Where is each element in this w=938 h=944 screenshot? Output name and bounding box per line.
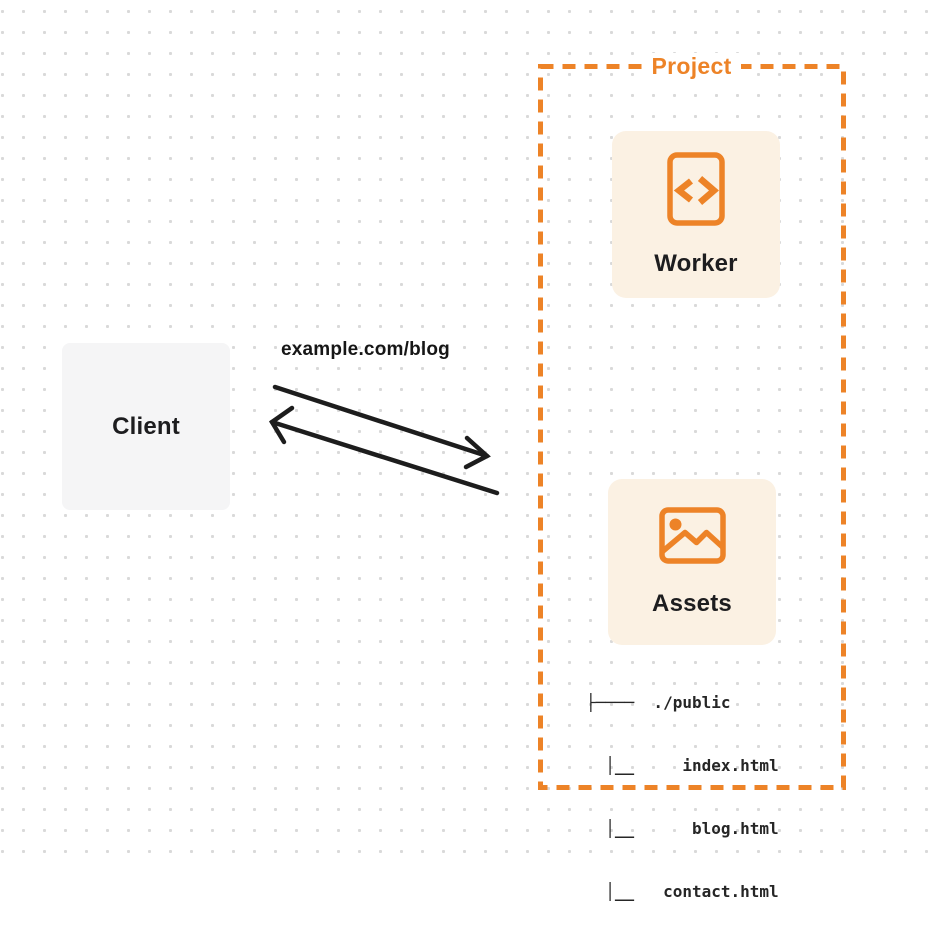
- client-label: Client: [112, 412, 180, 440]
- file-tree-item-contact: │__ contact.html: [586, 882, 779, 901]
- assets-label: Assets: [652, 589, 732, 617]
- project-label: Project: [642, 53, 741, 80]
- file-tree-root: ├──── ./public: [586, 693, 731, 712]
- code-file-icon: [667, 151, 725, 226]
- request-url-label: example.com/blog: [281, 339, 450, 360]
- assets-node: Assets: [608, 479, 776, 645]
- project-boundary: [538, 64, 846, 790]
- file-tree-item-blog: │__ blog.html: [586, 819, 779, 838]
- client-node: Client: [62, 343, 230, 510]
- worker-node: Worker: [612, 131, 780, 298]
- image-icon: [658, 506, 726, 564]
- response-arrow: [268, 405, 500, 496]
- request-arrow: [272, 384, 491, 470]
- assets-file-tree: ├──── ./public │__ index.html │__ blog.h…: [586, 650, 779, 944]
- request-response-arrows: [268, 384, 500, 496]
- diagram-canvas: Client example.com/blog Project: [0, 0, 938, 901]
- worker-label: Worker: [654, 249, 738, 277]
- project-label-row: Project: [540, 53, 843, 80]
- file-tree-item-index: │__ index.html: [586, 756, 779, 775]
